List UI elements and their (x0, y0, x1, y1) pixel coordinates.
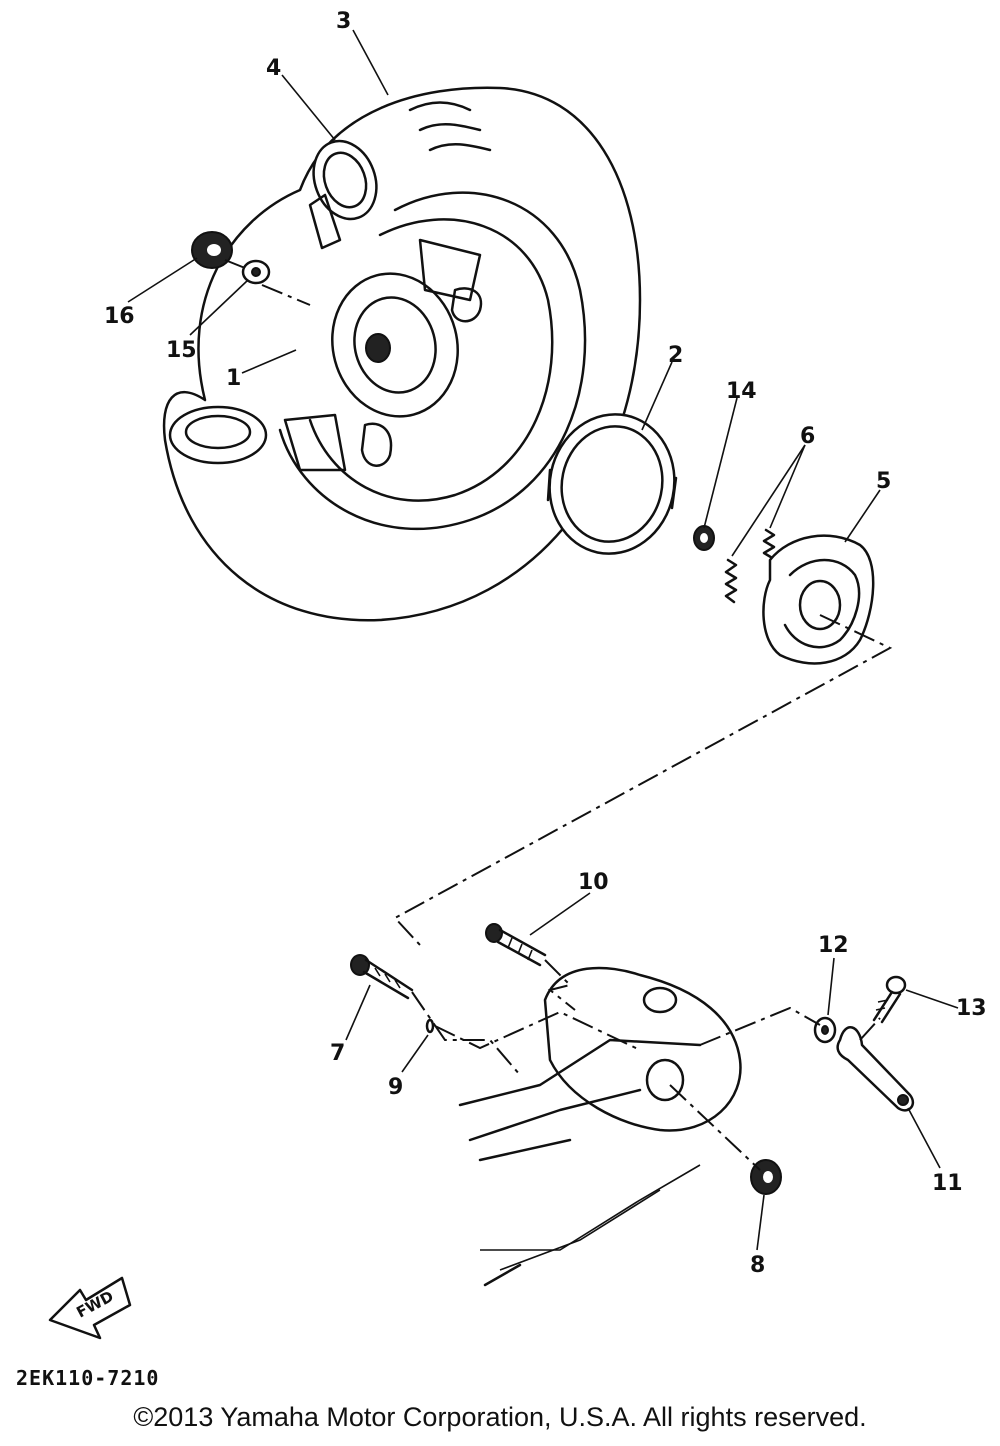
callout-3: 3 (336, 9, 351, 34)
bolt-7 (350, 954, 414, 1000)
pin-10 (485, 923, 547, 967)
leader-lines (127, 29, 959, 1251)
callout-11: 11 (932, 1171, 963, 1196)
callout-14: 14 (726, 379, 757, 404)
bolt-13 (872, 975, 907, 1024)
washer-12 (813, 1016, 837, 1044)
fwd-arrow-icon: FWD (48, 1276, 132, 1340)
callout-4: 4 (266, 56, 281, 81)
callout-8: 8 (750, 1253, 765, 1278)
assembly-lines (224, 259, 893, 1171)
oring-9 (425, 1018, 435, 1034)
drawing-code: 2EK110-7210 (16, 1366, 160, 1390)
callout-labels: 1 2 3 4 5 6 7 8 9 10 11 12 13 14 15 16 (104, 9, 987, 1278)
callout-9: 9 (388, 1075, 403, 1100)
callout-2: 2 (668, 343, 683, 368)
brake-shoe (762, 534, 875, 665)
copyright-notice: ©2013 Yamaha Motor Corporation, U.S.A. A… (133, 1402, 867, 1432)
drum-ring (546, 413, 678, 555)
callout-12: 12 (818, 933, 849, 958)
wheel-assembly (162, 86, 642, 622)
callout-1: 1 (226, 366, 241, 391)
cam-lever-11 (836, 1026, 915, 1112)
callout-16: 16 (104, 304, 135, 329)
nut-16 (191, 231, 233, 269)
callout-7: 7 (330, 1041, 345, 1066)
callout-10: 10 (578, 870, 609, 895)
callout-6: 6 (800, 424, 815, 449)
washer-15 (241, 259, 271, 285)
callout-13: 13 (956, 996, 987, 1021)
callout-5: 5 (876, 469, 891, 494)
brake-panel (458, 966, 742, 1287)
callout-15: 15 (166, 338, 197, 363)
springs-6 (724, 528, 776, 604)
washer-14 (693, 525, 715, 551)
